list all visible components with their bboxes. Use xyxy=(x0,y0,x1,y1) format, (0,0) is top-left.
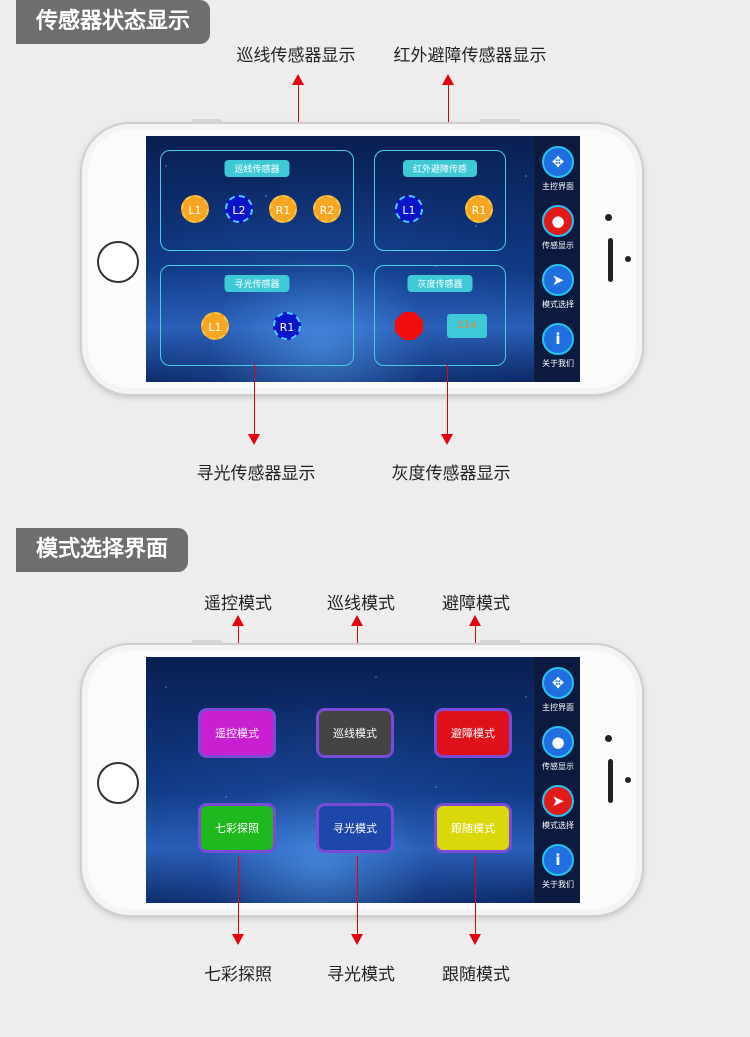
speaker-grille xyxy=(608,759,613,803)
caption-gray-sensor: 灰度传感器显示 xyxy=(391,464,511,484)
panel-title-light-seek: 寻光传感器 xyxy=(224,275,290,292)
panel-line-tracking: 巡线传感器 L1 L2 R1 R2 xyxy=(160,150,354,251)
panel-ir-avoid: 红外避障传感 L1 R1 xyxy=(374,150,506,251)
nav-main-control[interactable]: ✥ 主控界面 xyxy=(535,667,580,713)
power-button xyxy=(480,640,520,644)
light-seek-mode-button[interactable]: 寻光模式 xyxy=(316,803,394,853)
follow-mode-button[interactable]: 跟随模式 xyxy=(434,803,512,853)
gray-value: 214 xyxy=(447,314,487,338)
sensor-dot xyxy=(625,256,631,262)
nav-about[interactable]: i 关于我们 xyxy=(535,844,580,890)
volume-button xyxy=(192,640,222,644)
home-button[interactable] xyxy=(97,241,139,283)
caption-line-tracking-sensor: 巡线传感器显示 xyxy=(236,46,356,66)
nav-label: 主控界面 xyxy=(542,182,574,191)
sensor-icon: ● xyxy=(542,726,574,758)
caption-ir-avoid-sensor: 红外避障传感器显示 xyxy=(393,46,547,66)
speaker-grille xyxy=(608,238,613,282)
nav-label: 传感显示 xyxy=(542,241,574,250)
pointer-line xyxy=(447,364,448,436)
pointer-line xyxy=(357,856,358,936)
caption-light-seek-sensor: 寻光传感器显示 xyxy=(196,464,316,484)
arrow-down-icon xyxy=(469,934,481,945)
panel-light-seek: 寻光传感器 L1 R1 xyxy=(160,265,354,366)
cursor-icon: ➤ xyxy=(542,785,574,817)
cursor-icon: ➤ xyxy=(542,264,574,296)
power-button xyxy=(480,119,520,123)
gray-led-icon xyxy=(395,312,423,340)
sidebar: ✥ 主控界面 ● 传感显示 ➤ 模式选择 i 关于我们 xyxy=(534,136,580,382)
nav-sensor-display[interactable]: ● 传感显示 xyxy=(535,726,580,772)
caption-light-seek-mode: 寻光模式 xyxy=(327,965,395,985)
nav-label: 模式选择 xyxy=(542,300,574,309)
remote-mode-button[interactable]: 遥控模式 xyxy=(198,708,276,758)
caption-follow-mode: 跟随模式 xyxy=(442,965,510,985)
led-r1: R1 xyxy=(273,312,301,340)
panel-title-gray: 灰度传感器 xyxy=(407,275,473,292)
nav-label: 传感显示 xyxy=(542,762,574,771)
led-r1: R1 xyxy=(269,195,297,223)
arrow-down-icon xyxy=(441,434,453,445)
info-icon: i xyxy=(542,844,574,876)
pointer-line xyxy=(475,856,476,936)
led-l1: L1 xyxy=(181,195,209,223)
nav-label: 主控界面 xyxy=(542,703,574,712)
caption-avoid-mode: 避障模式 xyxy=(442,594,510,614)
sidebar: ✥ 主控界面 ● 传感显示 ➤ 模式选择 i 关于我们 xyxy=(534,657,580,903)
led-l1: L1 xyxy=(395,195,423,223)
arrow-down-icon xyxy=(248,434,260,445)
phone-frame-mode: 遥控模式 巡线模式 避障模式 七彩探照 寻光模式 跟随模式 ✥ 主控界面 ● 传… xyxy=(80,640,644,917)
nav-label: 关于我们 xyxy=(542,880,574,889)
sensor-icon: ● xyxy=(542,205,574,237)
nav-main-control[interactable]: ✥ 主控界面 xyxy=(535,146,580,192)
mode-screen: 遥控模式 巡线模式 避障模式 七彩探照 寻光模式 跟随模式 ✥ 主控界面 ● 传… xyxy=(146,657,580,903)
nav-label: 模式选择 xyxy=(542,821,574,830)
line-mode-button[interactable]: 巡线模式 xyxy=(316,708,394,758)
avoid-mode-button[interactable]: 避障模式 xyxy=(434,708,512,758)
sensor-dot xyxy=(625,777,631,783)
led-r2: R2 xyxy=(313,195,341,223)
arrow-up-icon xyxy=(232,615,244,626)
volume-button xyxy=(192,119,222,123)
nav-mode-select[interactable]: ➤ 模式选择 xyxy=(535,785,580,831)
led-l2: L2 xyxy=(225,195,253,223)
arrow-up-icon xyxy=(442,74,454,85)
led-l1: L1 xyxy=(201,312,229,340)
arrow-up-icon xyxy=(292,74,304,85)
section-tag-mode-select: 模式选择界面 xyxy=(16,528,189,572)
arrow-down-icon xyxy=(351,934,363,945)
nav-about[interactable]: i 关于我们 xyxy=(535,323,580,369)
pointer-line xyxy=(238,856,239,936)
pointer-line xyxy=(254,364,255,436)
panel-title-line-tracking: 巡线传感器 xyxy=(224,160,290,177)
led-r1: R1 xyxy=(465,195,493,223)
nav-sensor-display[interactable]: ● 传感显示 xyxy=(535,205,580,251)
nav-mode-select[interactable]: ➤ 模式选择 xyxy=(535,264,580,310)
caption-line-mode: 巡线模式 xyxy=(327,594,395,614)
camera-icon xyxy=(605,735,612,742)
arrow-up-icon xyxy=(351,615,363,626)
arrow-down-icon xyxy=(232,934,244,945)
dpad-icon: ✥ xyxy=(542,667,574,699)
caption-colorful-light: 七彩探照 xyxy=(204,965,272,985)
sensor-screen: 巡线传感器 L1 L2 R1 R2 红外避障传感 L1 R1 寻光传感器 L1 … xyxy=(146,136,580,382)
nav-label: 关于我们 xyxy=(542,359,574,368)
info-icon: i xyxy=(542,323,574,355)
home-button[interactable] xyxy=(97,762,139,804)
panel-gray: 灰度传感器 214 xyxy=(374,265,506,366)
phone-frame-sensor: 巡线传感器 L1 L2 R1 R2 红外避障传感 L1 R1 寻光传感器 L1 … xyxy=(80,119,644,396)
section-tag-sensor-display: 传感器状态显示 xyxy=(16,0,211,44)
dpad-icon: ✥ xyxy=(542,146,574,178)
camera-icon xyxy=(605,214,612,221)
panel-title-ir-avoid: 红外避障传感 xyxy=(402,160,478,177)
arrow-up-icon xyxy=(469,615,481,626)
caption-remote-mode: 遥控模式 xyxy=(204,594,272,614)
colorful-light-button[interactable]: 七彩探照 xyxy=(198,803,276,853)
